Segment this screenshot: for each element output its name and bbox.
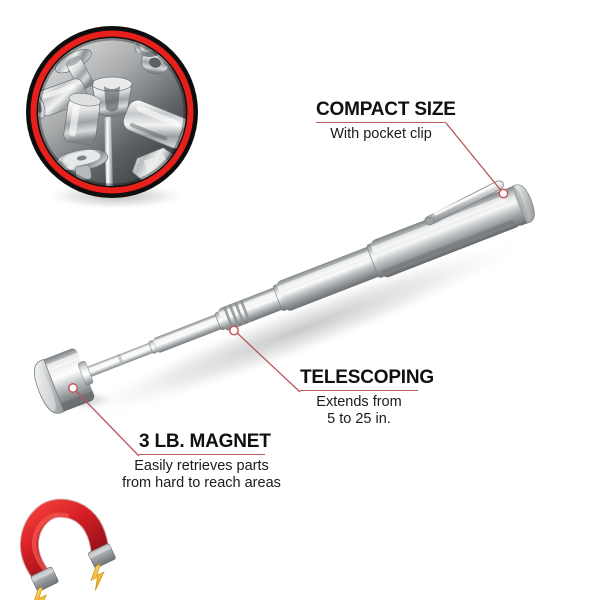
leader-dot-telescoping: [229, 325, 239, 336]
horseshoe-magnet-icon: [19, 498, 116, 600]
callout-telescoping-subtitle-line2: 5 to 25 in.: [327, 411, 391, 428]
leader-compact-size: [445, 122, 504, 194]
tool-shadow: [46, 237, 534, 423]
callout-magnet-title: 3 LB. MAGNET: [139, 431, 271, 452]
leader-lines: [68, 122, 509, 457]
callout-telescoping-rule: [300, 389, 418, 392]
callout-telescoping-subtitle-line1: Extends from: [316, 394, 402, 411]
callout-telescoping-subtitle: Extends from 5 to 25 in.: [300, 394, 418, 428]
callout-magnet: 3 LB. MAGNET Easily retrieves parts from…: [122, 431, 289, 493]
callout-telescoping-title: TELESCOPING: [300, 367, 434, 388]
inset-photo: [26, 26, 198, 210]
leader-telescoping: [234, 330, 301, 393]
callout-compact-size: COMPACT SIZE With pocket clip: [316, 100, 456, 143]
callout-compact-size-title: COMPACT SIZE: [316, 99, 456, 120]
shaft-segment-knurled: [218, 284, 288, 331]
shaft-segment-thin: [82, 339, 164, 379]
callout-magnet-subtitle: Easily retrieves parts from hard to reac…: [114, 458, 289, 492]
pen-barrel: [370, 189, 520, 278]
callout-compact-size-rule: [316, 121, 446, 124]
leader-dot-compact-size: [498, 188, 509, 199]
pen-cap-end: [503, 184, 535, 226]
pocket-clip: [424, 180, 504, 226]
leader-magnet: [73, 388, 140, 457]
callout-magnet-subtitle-line2: from hard to reach areas: [122, 475, 281, 492]
telescoping-pickup-tool: [33, 180, 535, 414]
callout-magnet-subtitle-line1: Easily retrieves parts: [134, 458, 269, 475]
callout-compact-size-subtitle: With pocket clip: [330, 126, 432, 143]
callout-magnet-rule: [139, 453, 265, 456]
shaft-segment-2: [153, 311, 227, 353]
magnet-head: [33, 348, 95, 414]
callout-telescoping: TELESCOPING Extends from 5 to 25 in.: [300, 368, 434, 429]
leader-dot-magnet: [68, 383, 78, 393]
